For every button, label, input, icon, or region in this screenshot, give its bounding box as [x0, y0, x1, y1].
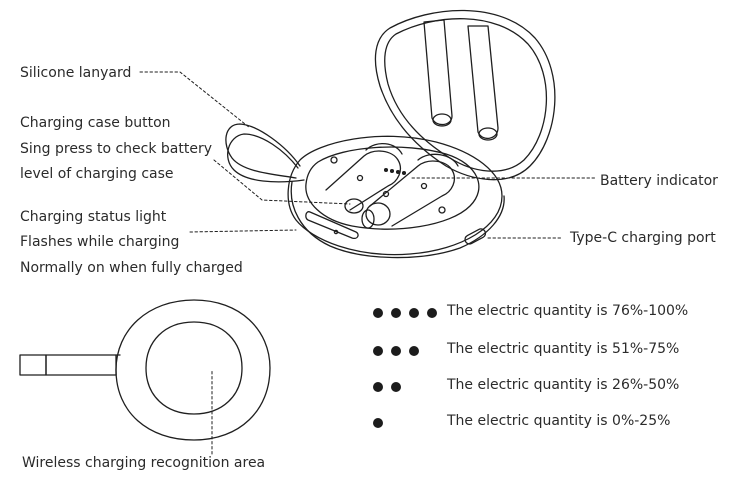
battery-legend-text: The electric quantity is 0%-25% [447, 413, 671, 429]
battery-dot-icon [391, 346, 401, 356]
battery-legend-text: The electric quantity is 76%-100% [447, 303, 689, 319]
battery-dot-icon [373, 308, 383, 318]
status-light-label-line1: Charging status light [20, 209, 167, 225]
battery-legend-text: The electric quantity is 26%-50% [447, 377, 680, 393]
battery-dot-icon [409, 308, 419, 318]
battery-dot-icon [373, 346, 383, 356]
case-button-label-line3: level of charging case [20, 166, 174, 182]
case-button-label-line1: Charging case button [20, 115, 171, 131]
battery-legend-text: The electric quantity is 51%-75% [447, 341, 680, 357]
status-light-label-line3: Normally on when fully charged [20, 260, 243, 276]
lanyard-loop [225, 123, 305, 183]
wireless-charging-view [19, 299, 271, 441]
battery-dot-icon [391, 308, 401, 318]
battery-dot-icon [427, 308, 437, 318]
case-button-label-line2: Sing press to check battery [20, 141, 213, 157]
typec-port-label: Type-C charging port [570, 230, 716, 246]
battery-dot-icon [373, 418, 383, 428]
callout-leaders [139, 71, 597, 455]
case-lid [374, 9, 556, 181]
status-light-label-line2: Flashes while charging [20, 234, 180, 250]
battery-dot-icon [409, 346, 419, 356]
battery-dot-icon [373, 382, 383, 392]
case-base [287, 135, 505, 259]
battery-dot-icon [391, 382, 401, 392]
wireless-area-label: Wireless charging recognition area [22, 455, 266, 471]
silicone-lanyard-label: Silicone lanyard [20, 65, 132, 81]
battery-indicator-label: Battery indicator [600, 173, 718, 189]
